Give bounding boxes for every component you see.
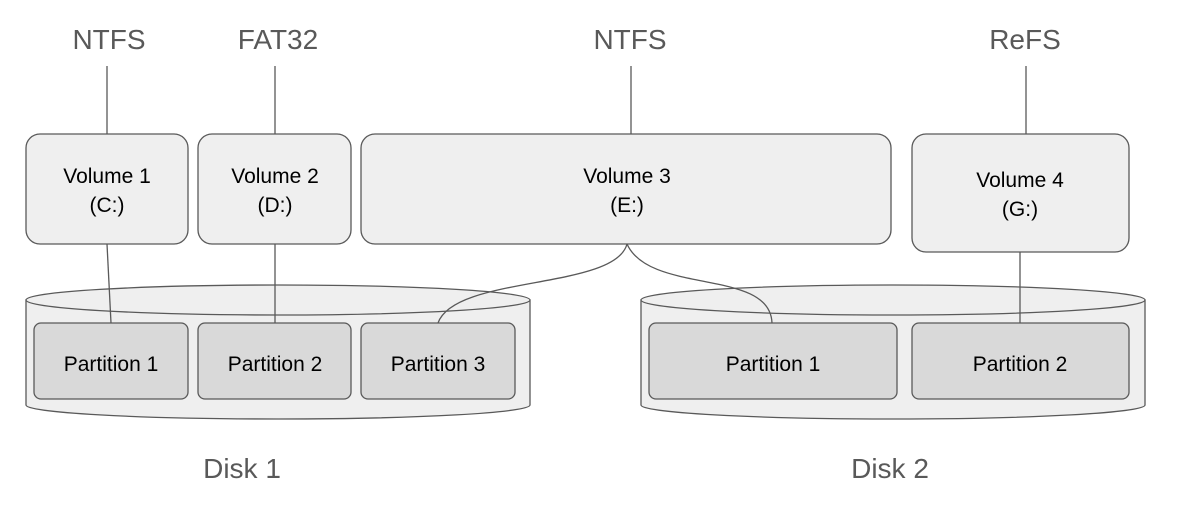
volume-drive-letter: (G:) <box>1002 198 1038 221</box>
disk-1-label: Disk 1 <box>203 453 281 484</box>
disk-1-top <box>25 284 531 316</box>
disk-1-partition-3-label: Partition 3 <box>391 353 486 376</box>
volume-drive-letter: (E:) <box>610 194 644 217</box>
partition-connectors <box>106 243 1021 324</box>
connector-volume3-disk2-partition1 <box>626 243 773 324</box>
disk-2-partition-2-box <box>911 322 1130 400</box>
volume-drive-letter: (D:) <box>258 194 293 217</box>
disk-2-top <box>640 284 1146 316</box>
volume-name: Volume 4 <box>976 169 1064 192</box>
fs-label-fat32: FAT32 <box>238 24 318 55</box>
filesystem-labels: NTFS FAT32 NTFS ReFS <box>72 24 1060 55</box>
volume-box <box>197 133 352 245</box>
connector-volume1-disk1-partition1 <box>106 243 112 324</box>
volume-2: Volume 2 (D:) <box>197 133 352 245</box>
volume-3: Volume 3 (E:) <box>360 133 892 245</box>
disk-2-partition-2-label: Partition 2 <box>973 353 1068 376</box>
volume-box <box>25 133 189 245</box>
volume-drive-letter: (C:) <box>90 194 125 217</box>
volume-name: Volume 2 <box>231 165 319 188</box>
volume-1: Volume 1 (C:) <box>25 133 189 245</box>
fs-label-ntfs: NTFS <box>72 24 145 55</box>
fs-label-refs: ReFS <box>989 24 1061 55</box>
disk-2-partition-1-label: Partition 1 <box>726 353 821 376</box>
disk-1-partition-3-box <box>360 322 516 400</box>
volume-4: Volume 4 (G:) <box>911 133 1130 253</box>
volume-box <box>360 133 892 245</box>
disk-1-partition-1-label: Partition 1 <box>64 353 159 376</box>
disk-1-partitions: Partition 1 Partition 2 Partition 3 <box>33 322 516 400</box>
disk-1-partition-1-box <box>33 322 189 400</box>
disk-1-partition-2-label: Partition 2 <box>228 353 323 376</box>
disk-1-partition-2-box <box>197 322 352 400</box>
fs-label-ntfs: NTFS <box>593 24 666 55</box>
volume-box <box>911 133 1130 253</box>
volume-name: Volume 3 <box>583 165 671 188</box>
fs-connectors <box>106 66 1027 134</box>
disk-2-partition-1-box <box>648 322 898 400</box>
disk-2-partitions: Partition 1 Partition 2 <box>648 322 1130 400</box>
connector-volume3-disk1-partition3 <box>437 243 628 324</box>
volume-name: Volume 1 <box>63 165 151 188</box>
disk-2-label: Disk 2 <box>851 453 929 484</box>
